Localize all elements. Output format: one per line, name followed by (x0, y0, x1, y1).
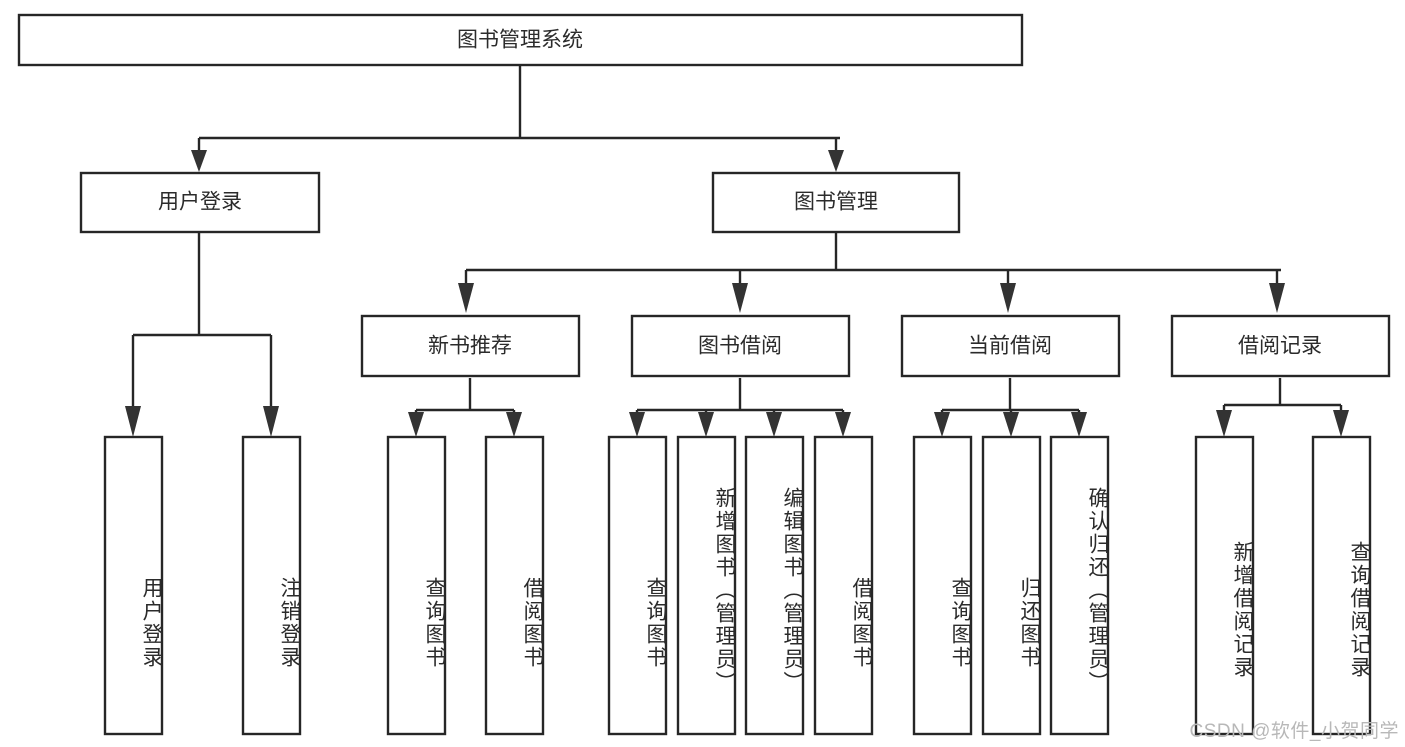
watermark-credit: CSDN @软件_小贺同学 (1189, 721, 1399, 742)
node-box-leaf-confirm-return[interactable] (1049, 435, 1110, 736)
node-label-current-borrow: 当前借阅 (968, 335, 1052, 358)
node-box-leaf-user-logout[interactable] (241, 435, 302, 736)
node-box-leaf-borrow-book-2[interactable] (813, 435, 874, 736)
node-box-leaf-query-record[interactable] (1311, 435, 1372, 736)
node-box-leaf-return-book[interactable] (981, 435, 1042, 736)
node-box-leaf-user-login[interactable] (103, 435, 164, 736)
node-label-user-login: 用户登录 (158, 191, 242, 214)
arrow-head-leaf-borrow-book-1 (506, 412, 522, 437)
arrow-head-leaf-edit-book (766, 412, 782, 437)
arrow-head-current-borrow (1000, 283, 1016, 313)
node-box-new-book-recommend[interactable] (360, 314, 581, 378)
node-label-root: 图书管理系统 (457, 29, 583, 52)
node-box-leaf-borrow-book-1[interactable] (484, 435, 545, 736)
arrow-head-leaf-user-login (125, 406, 141, 437)
arrow-head-leaf-query-book-3 (934, 412, 950, 437)
node-box-leaf-query-book-3[interactable] (912, 435, 973, 736)
arrow-head-leaf-confirm-return (1071, 412, 1087, 437)
node-label-new-book-recommend: 新书推荐 (428, 335, 512, 358)
connectors-layer (125, 66, 1349, 437)
arrow-head-leaf-add-record (1216, 410, 1232, 437)
node-box-leaf-query-book-2[interactable] (607, 435, 668, 736)
arrow-head-leaf-add-book (698, 412, 714, 437)
arrow-head-new-book-recommend (458, 283, 474, 313)
node-box-root[interactable] (17, 13, 1024, 67)
node-label-book-borrow: 图书借阅 (698, 335, 782, 358)
arrow-head-leaf-query-book-1 (408, 412, 424, 437)
node-box-leaf-add-book[interactable] (676, 435, 737, 736)
node-box-leaf-edit-book[interactable] (744, 435, 805, 736)
arrow-head-book-management (828, 150, 844, 172)
node-box-leaf-query-book-1[interactable] (386, 435, 447, 736)
node-box-book-management[interactable] (711, 171, 961, 234)
node-box-borrow-record[interactable] (1170, 314, 1391, 378)
node-box-user-login[interactable] (79, 171, 321, 234)
node-box-current-borrow[interactable] (900, 314, 1121, 378)
arrow-head-leaf-user-logout (263, 406, 279, 437)
arrow-head-leaf-query-record (1333, 410, 1349, 437)
node-label-borrow-record: 借阅记录 (1238, 335, 1322, 358)
node-label-book-management: 图书管理 (794, 191, 878, 214)
nodes-layer: 图书管理系统 用户登录 图书管理 新书推荐 图书借阅 当前借阅 借阅记录 (17, 13, 1391, 736)
node-box-leaf-add-record[interactable] (1194, 435, 1255, 736)
arrow-head-leaf-return-book (1003, 412, 1019, 437)
arrow-head-leaf-query-book-2 (629, 412, 645, 437)
arrow-head-user-login (191, 150, 207, 172)
arrow-head-leaf-borrow-book-2 (835, 412, 851, 437)
arrow-head-borrow-record (1269, 283, 1285, 313)
arrow-head-book-borrow (732, 283, 748, 313)
node-box-book-borrow[interactable] (630, 314, 851, 378)
